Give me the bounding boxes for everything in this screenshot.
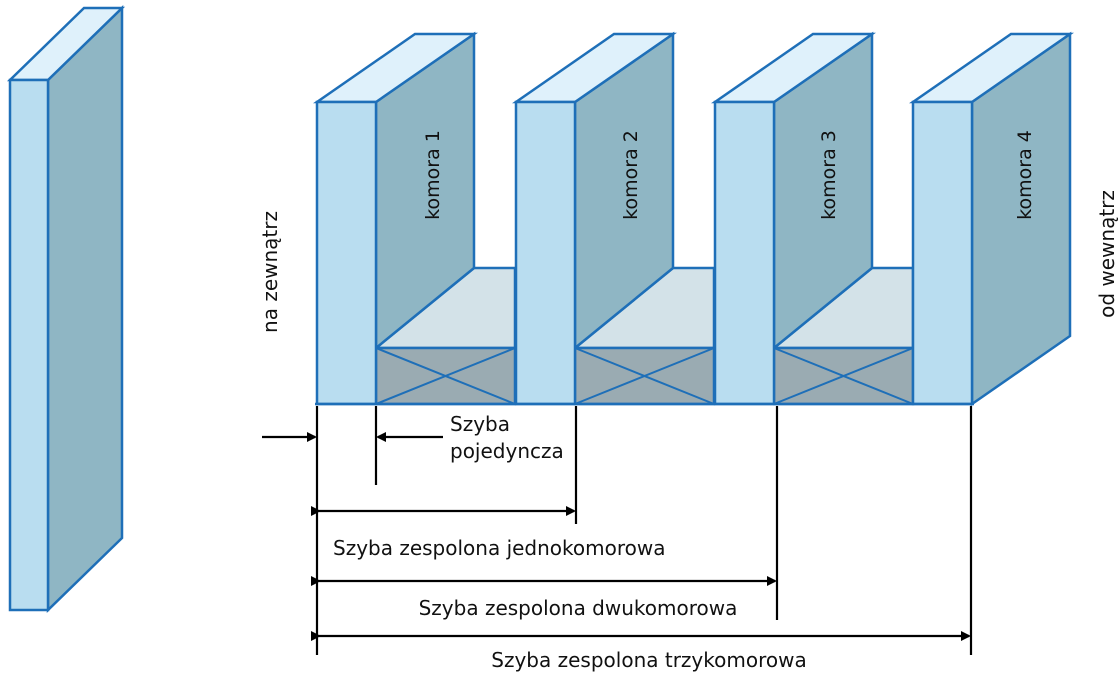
chamber-label-4: komora 4 bbox=[1014, 130, 1036, 220]
single-pane-side bbox=[46, 5, 124, 613]
spacer-1 bbox=[372, 266, 517, 406]
one-chamber-label: Szyba zespolona jednokomorowa bbox=[333, 536, 666, 560]
single-pane-front bbox=[8, 78, 50, 612]
single-pane-label-line2: pojedyncza bbox=[450, 439, 564, 463]
pane-4 bbox=[909, 31, 1074, 407]
two-chamber-label: Szyba zespolona dwukomorowa bbox=[419, 596, 738, 620]
single-pane bbox=[6, 5, 126, 613]
pane-1 bbox=[313, 31, 478, 406]
single-pane-label-line1: Szyba bbox=[450, 412, 510, 436]
inside-label: od wewnątrz bbox=[1095, 190, 1119, 318]
chamber-label-3: komora 3 bbox=[818, 130, 840, 220]
spacer-3 bbox=[770, 266, 915, 406]
chamber-label-2: komora 2 bbox=[620, 130, 642, 220]
three-chamber-label: Szyba zespolona trzykomorowa bbox=[491, 648, 806, 672]
outside-label: na zewnątrz bbox=[258, 211, 282, 333]
pane-2 bbox=[512, 31, 677, 406]
chamber-label-1: komora 1 bbox=[422, 130, 444, 220]
pane-3 bbox=[711, 31, 876, 406]
